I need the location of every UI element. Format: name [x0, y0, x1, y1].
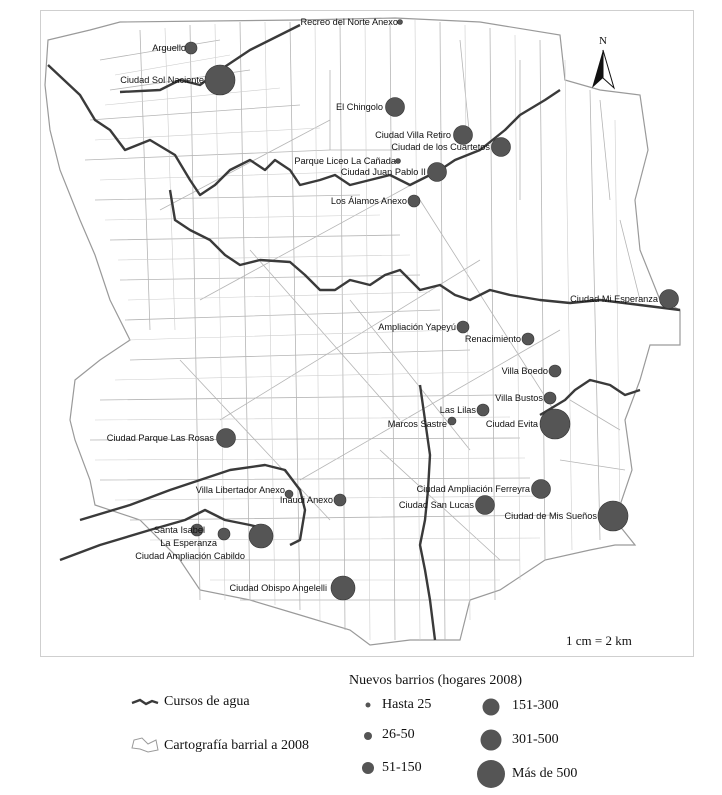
barrio-marker-villa-libertador-anexo [284, 489, 294, 499]
barrio-label-ciudad-parque-las-rosas: Ciudad Parque Las Rosas [107, 433, 215, 443]
map-frame [40, 10, 694, 657]
barrio-label-el-chingolo: El Chingolo [336, 102, 383, 112]
barrio-marker-ciudad-obispo-angelelli [330, 575, 356, 601]
barrio-label-ciudad-mi-esperanza: Ciudad Mi Esperanza [570, 294, 659, 304]
barrio-marker-renacimiento [521, 332, 535, 346]
barrio-marker-los-alamos-anexo [407, 194, 421, 208]
barrio-label-ciudad-evita: Ciudad Evita [486, 419, 539, 429]
barrio-marker-arguello [184, 41, 198, 55]
barrio-marker-ciudad-juan-pablo-ii [427, 162, 447, 182]
barrio-label-ciudad-obispo-angelelli: Ciudad Obispo Angelelli [229, 583, 327, 593]
barrio-marker-la-esperanza [217, 527, 231, 541]
legend-class-51-150: 51-150 [382, 760, 422, 775]
barrio-marker-marcos-sastre [447, 416, 457, 426]
barrio-label-marcos-sastre: Marcos Sastre [388, 419, 447, 429]
legend-class-mas-500: Más de 500 [512, 766, 578, 781]
barrio-marker-las-lilas [476, 403, 490, 417]
barrio-label-la-esperanza: La Esperanza [160, 538, 218, 548]
barrio-marker-ciudad-parque-las-rosas [216, 428, 236, 448]
barrio-label-inaudi-anexo: Inaudi Anexo [280, 495, 333, 505]
barrio-marker-villa-bustos [543, 391, 557, 405]
city-boundary [44, 17, 681, 646]
barrio-label-recreo-del-norte-anexo: Recreo del Norte Anexo [300, 17, 398, 27]
barrio-marker-ciudad-ampliacion-ferreyra [531, 479, 551, 499]
barrio-marker-ciudad-mi-esperanza [659, 289, 679, 309]
legend-class-151-300: 151-300 [512, 698, 559, 713]
barrio-marker-ciudad-ampliacion-cabildo [248, 523, 274, 549]
barrio-label-ciudad-ampliacion-cabildo: Ciudad Ampliación Cabildo [135, 551, 245, 561]
barrio-marker-recreo-del-norte-anexo [397, 19, 403, 25]
barrio-marker-ciudad-evita [539, 408, 571, 440]
barrio-label-villa-libertador-anexo: Villa Libertador Anexo [196, 485, 285, 495]
barrio-marker-inaudi-anexo [333, 493, 347, 507]
legend-class-hasta-25: Hasta 25 [382, 697, 432, 712]
barrio-label-las-lilas: Las Lilas [440, 405, 477, 415]
barrio-marker-ciudad-san-lucas [475, 495, 495, 515]
barrio-label-arguello: Arguello [152, 43, 186, 53]
barrio-label-villa-bustos: Villa Bustos [495, 393, 543, 403]
barrio-label-ciudad-sol-naciente: Ciudad Sol Naciente [120, 75, 204, 85]
barrio-label-villa-boedo: Villa Boedo [502, 366, 548, 376]
barrio-marker-ciudad-sol-naciente [204, 64, 236, 96]
legend-title: Nuevos barrios (hogares 2008) [349, 673, 523, 688]
barrio-marker-parque-liceo-la-canada [395, 158, 401, 164]
barrio-label-renacimiento: Renacimiento [465, 334, 521, 344]
barrio-label-ciudad-juan-pablo-ii: Ciudad Juan Pablo II [341, 167, 426, 177]
barrio-label-ciudad-de-mis-suenos: Ciudad de Mis Sueños [505, 511, 598, 521]
barrio-label-ciudad-de-los-cuartetos: Ciudad de los Cuartetos [391, 142, 490, 152]
barrio-label-ciudad-ampliacion-ferreyra: Ciudad Ampliación Ferreyra [417, 484, 531, 494]
barrio-label-ampliacion-yapeyu: Ampliación Yapeyú [378, 322, 456, 332]
barrio-marker-ampliacion-yapeyu [456, 320, 470, 334]
north-arrow-icon: N [592, 35, 615, 90]
scale-label: 1 cm = 2 km [566, 633, 632, 648]
legend-class-26-50: 26-50 [382, 727, 415, 742]
legend-map-label: Cartografía barrial a 2008 [164, 738, 309, 753]
legend-class-301-500: 301-500 [512, 732, 559, 747]
legend-water-label: Cursos de agua [164, 694, 250, 709]
barrio-marker-santa-isabel [190, 523, 204, 537]
svg-text:N: N [599, 35, 607, 47]
barrio-label-ciudad-villa-retiro: Ciudad Villa Retiro [375, 130, 451, 140]
barrio-marker-villa-boedo [548, 364, 562, 378]
barrio-marker-el-chingolo [385, 97, 405, 117]
barrio-label-santa-isabel: Santa Isabel [154, 525, 205, 535]
barrio-label-los-alamos-anexo: Los Álamos Anexo [331, 196, 407, 206]
barrio-marker-ciudad-villa-retiro [453, 125, 473, 145]
rivers [47, 23, 681, 641]
barrio-marker-ciudad-de-mis-suenos [597, 500, 629, 532]
barrio-marker-ciudad-de-los-cuartetos [491, 137, 511, 157]
barrio-label-ciudad-san-lucas: Ciudad San Lucas [399, 500, 474, 510]
barrio-label-parque-liceo-la-canada: Parque Liceo La Cañada [294, 156, 397, 166]
